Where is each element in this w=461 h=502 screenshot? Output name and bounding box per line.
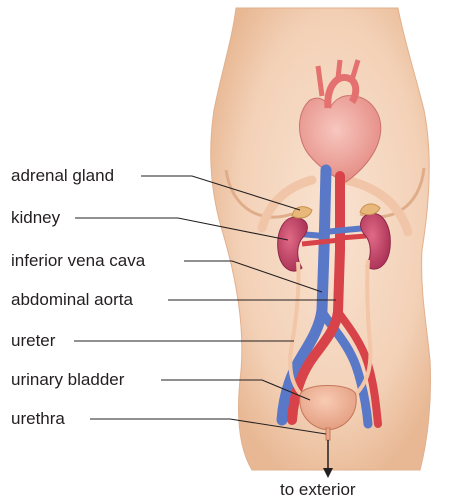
label-to-exterior: to exterior [280, 480, 356, 500]
renal-artery-right [340, 236, 366, 238]
label-adrenal-gland: adrenal gland [11, 166, 114, 186]
label-inferior-vena-cava: inferior vena cava [11, 251, 145, 271]
urethra [326, 428, 330, 440]
renal-vein-right [324, 228, 366, 232]
label-urinary-bladder: urinary bladder [11, 370, 124, 390]
label-ureter: ureter [11, 331, 55, 351]
exterior-arrow-head [323, 468, 333, 478]
label-abdominal-aorta: abdominal aorta [11, 290, 133, 310]
label-kidney: kidney [11, 208, 60, 228]
neck-vessel-2 [338, 60, 340, 78]
label-urethra: urethra [11, 409, 65, 429]
